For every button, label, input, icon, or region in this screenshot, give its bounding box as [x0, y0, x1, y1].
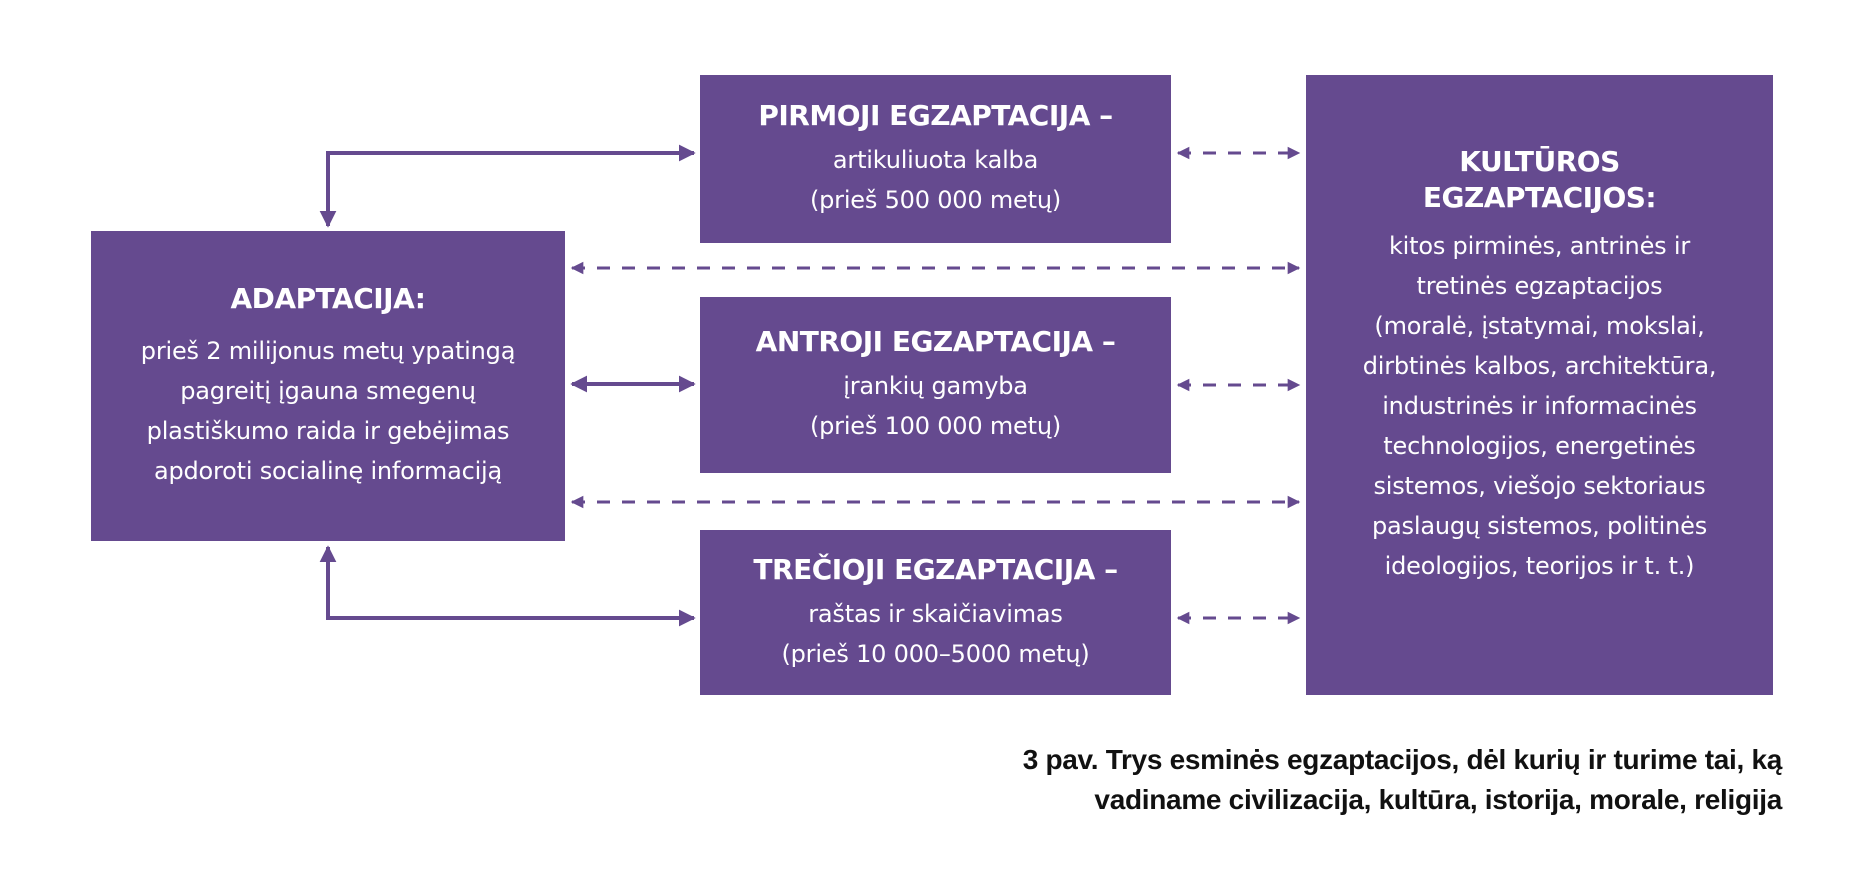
- adaptation-box: ADAPTACIJA: prieš 2 milijonus metų ypati…: [91, 231, 565, 541]
- adaptation-line: plastiškumo raida ir gebėjimas: [146, 417, 510, 445]
- third-exaptation-title: TREČIOJI EGZAPTACIJA –: [753, 552, 1118, 586]
- culture-line: sistemos, viešojo sektoriaus: [1373, 472, 1706, 500]
- culture-exaptations-box: KULTŪROS EGZAPTACIJOS: kitos pirminės, a…: [1306, 75, 1773, 695]
- culture-line: dirbtinės kalbos, architektūra,: [1362, 352, 1717, 380]
- arrow-adaptation-third: [319, 545, 696, 627]
- second-exaptation-line: (prieš 100 000 metų): [809, 412, 1062, 440]
- second-exaptation-box: ANTROJI EGZAPTACIJA – įrankių gamyba (pr…: [700, 297, 1171, 473]
- third-exaptation-line: raštas ir skaičiavimas: [808, 599, 1063, 628]
- first-exaptation-line: artikuliuota kalba: [832, 146, 1039, 174]
- culture-title: KULTŪROS EGZAPTACIJOS:: [1422, 144, 1657, 216]
- culture-line: kitos pirminės, antrinės ir: [1388, 232, 1691, 260]
- arrow-adaptation-first: [319, 144, 696, 228]
- first-exaptation-line: (prieš 500 000 metų): [809, 186, 1062, 214]
- adaptation-line: apdoroti socialinę informaciją: [153, 457, 503, 485]
- first-exaptation-title: PIRMOJI EGZAPTACIJA –: [758, 99, 1113, 132]
- culture-line: paslaugų sistemos, politinės: [1372, 512, 1707, 540]
- adaptation-line: prieš 2 milijonus metų ypatingą: [140, 337, 516, 365]
- figure-caption: 3 pav. Trys esminės egzaptacijos, dėl ku…: [1022, 740, 1783, 820]
- culture-line: (moralė, įstatymai, mokslai,: [1374, 312, 1705, 340]
- second-exaptation-line: įrankių gamyba: [843, 372, 1028, 400]
- adaptation-title: ADAPTACIJA:: [230, 282, 426, 315]
- caption-line-1: 3 pav. Trys esminės egzaptacijos, dėl ku…: [1022, 744, 1783, 775]
- adaptation-line: pagreitį įgauna smegenų: [180, 377, 476, 405]
- caption-line-2: vadiname civilizacija, kultūra, istorija…: [1094, 784, 1782, 815]
- third-exaptation-box: TREČIOJI EGZAPTACIJA – raštas ir skaičia…: [700, 530, 1171, 695]
- culture-line: technologijos, energetinės: [1383, 432, 1696, 460]
- first-exaptation-box: PIRMOJI EGZAPTACIJA – artikuliuota kalba…: [700, 75, 1171, 243]
- third-exaptation-line: (prieš 10 000–5000 metų): [781, 639, 1090, 668]
- culture-line: tretinės egzaptacijos: [1416, 272, 1663, 300]
- culture-title-line: EGZAPTACIJOS:: [1422, 181, 1657, 214]
- culture-line: industrinės ir informacinės: [1382, 392, 1697, 420]
- second-exaptation-title: ANTROJI EGZAPTACIJA –: [755, 325, 1116, 358]
- culture-line: ideologijos, teorijos ir t. t.): [1384, 552, 1695, 580]
- culture-title-line: KULTŪROS: [1459, 145, 1620, 178]
